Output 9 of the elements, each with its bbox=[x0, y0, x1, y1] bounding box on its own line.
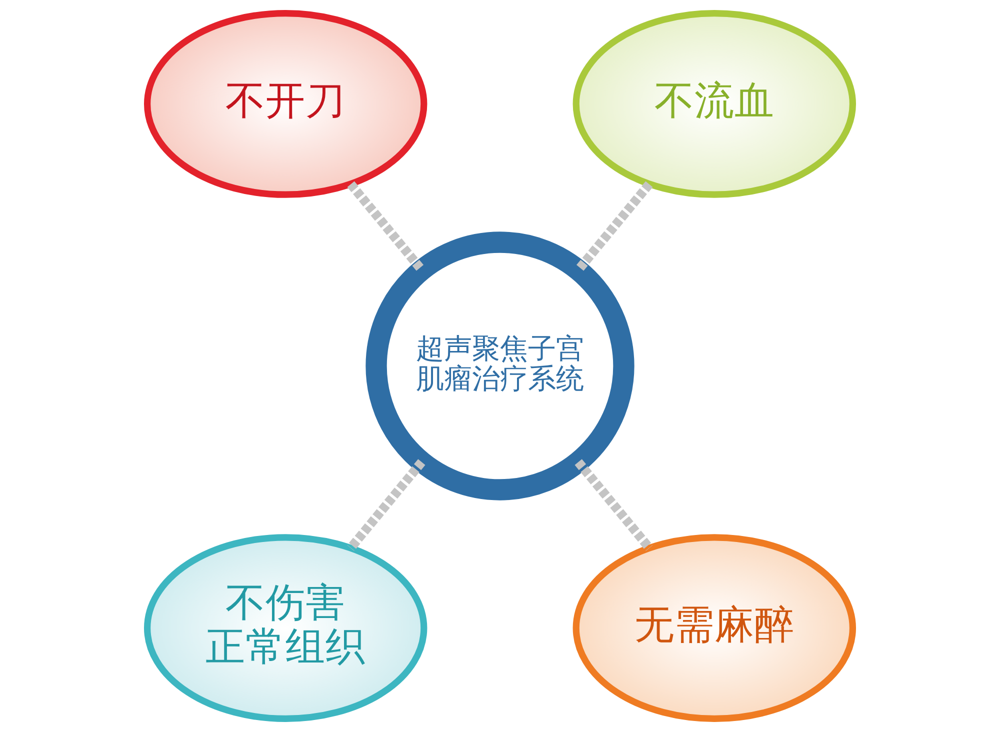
node-ellipse: 不开刀 bbox=[144, 10, 428, 198]
connector bbox=[574, 181, 653, 273]
connector bbox=[574, 459, 653, 551]
node-circle: 超声聚焦子宫肌瘤治疗系统 bbox=[366, 232, 634, 500]
node-ellipse: 不伤害正常组织 bbox=[144, 534, 428, 722]
node-ellipse: 不流血 bbox=[572, 10, 856, 198]
connector bbox=[347, 181, 426, 273]
connector bbox=[347, 459, 426, 551]
node-ellipse: 无需麻醉 bbox=[572, 534, 856, 722]
